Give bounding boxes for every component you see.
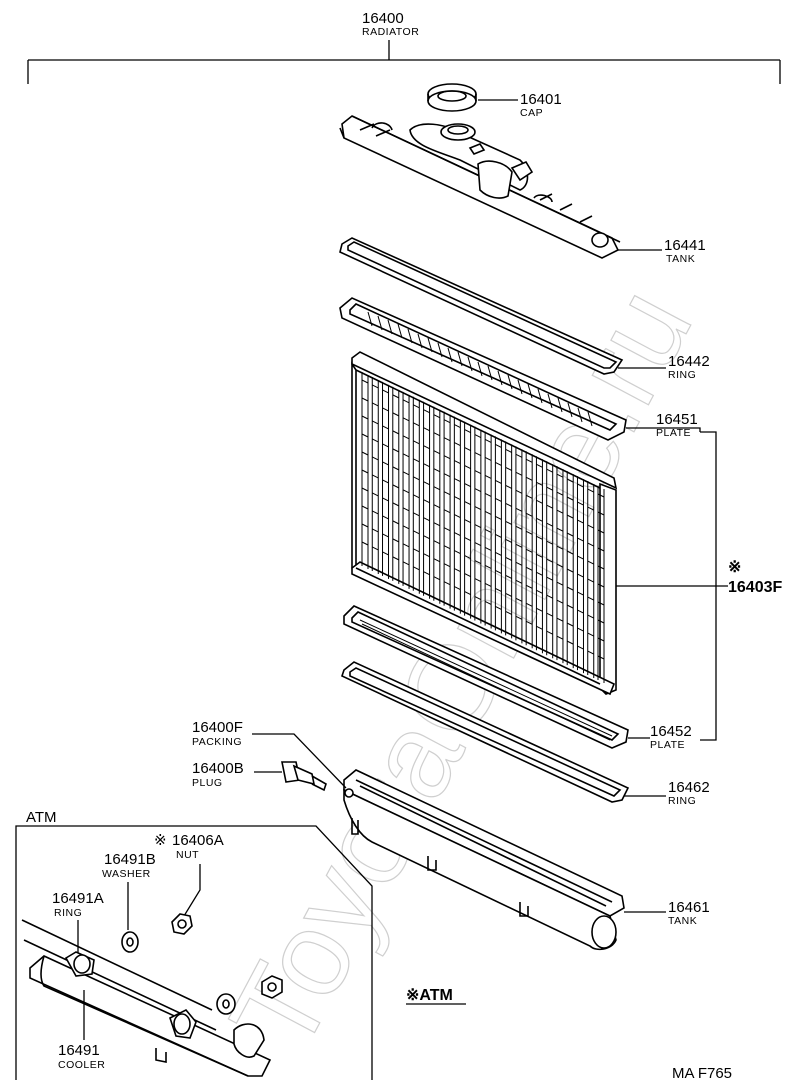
- atm-nut-name: NUT: [176, 849, 199, 861]
- packing-leader: [252, 733, 347, 789]
- atm-ring-name: RING: [54, 907, 82, 919]
- atm-nut-leader: [183, 864, 201, 917]
- atm-title: ATM: [26, 809, 57, 826]
- core-number: 16403F: [728, 579, 782, 596]
- plate-upper-name: PLATE: [656, 427, 691, 439]
- assembly-bracket: [27, 40, 781, 84]
- ring-lower-number: 16462: [668, 779, 710, 796]
- atm-frame: [15, 825, 373, 1080]
- drain-plug: [281, 761, 327, 792]
- upper-tank: [339, 115, 621, 259]
- cap-name: CAP: [520, 107, 543, 119]
- lower-plate: [343, 605, 629, 749]
- atm-cooler: [21, 919, 283, 1077]
- upper-plate: [339, 297, 627, 441]
- core-mark: ※: [728, 559, 741, 576]
- atm-washer-name: WASHER: [102, 868, 151, 880]
- cap-number: 16401: [520, 91, 562, 108]
- figure-code: MA F765: [672, 1065, 732, 1082]
- tank-upper-name: TANK: [666, 253, 695, 265]
- plate-lower-name: PLATE: [650, 739, 685, 751]
- packing-washer: [344, 788, 354, 798]
- ring-upper-number: 16442: [668, 353, 710, 370]
- tank-lower-name: TANK: [668, 915, 697, 927]
- atm-nut: [171, 913, 193, 935]
- atm-note: ※ATM: [406, 987, 453, 1004]
- packing-number: 16400F: [192, 719, 243, 736]
- lower-ring: [341, 661, 630, 803]
- atm-ring-number: 16491A: [52, 890, 104, 907]
- atm-nut-mark: ※: [154, 832, 167, 849]
- plug-number: 16400B: [192, 760, 244, 777]
- assembly-number: 16400: [362, 10, 404, 27]
- plate-lower-number: 16452: [650, 723, 692, 740]
- atm-washer-number: 16491B: [104, 851, 156, 868]
- atm-nut-number: 16406A: [172, 832, 224, 849]
- radiator-core: [351, 351, 618, 696]
- atm-cooler-name: COOLER: [58, 1059, 105, 1071]
- ring-upper-name: RING: [668, 369, 696, 381]
- plate-upper-number: 16451: [656, 411, 698, 428]
- packing-name: PACKING: [192, 736, 242, 748]
- atm-cooler-number: 16491: [58, 1042, 100, 1059]
- assembly-name: RADIATOR: [362, 26, 419, 38]
- lower-tank: [343, 769, 625, 951]
- tank-lower-number: 16461: [668, 899, 710, 916]
- atm-washer: [121, 931, 139, 953]
- radiator-cap: [427, 83, 477, 112]
- upper-ring: [339, 237, 624, 375]
- plug-name: PLUG: [192, 777, 223, 789]
- ring-lower-name: RING: [668, 795, 696, 807]
- tank-upper-number: 16441: [664, 237, 706, 254]
